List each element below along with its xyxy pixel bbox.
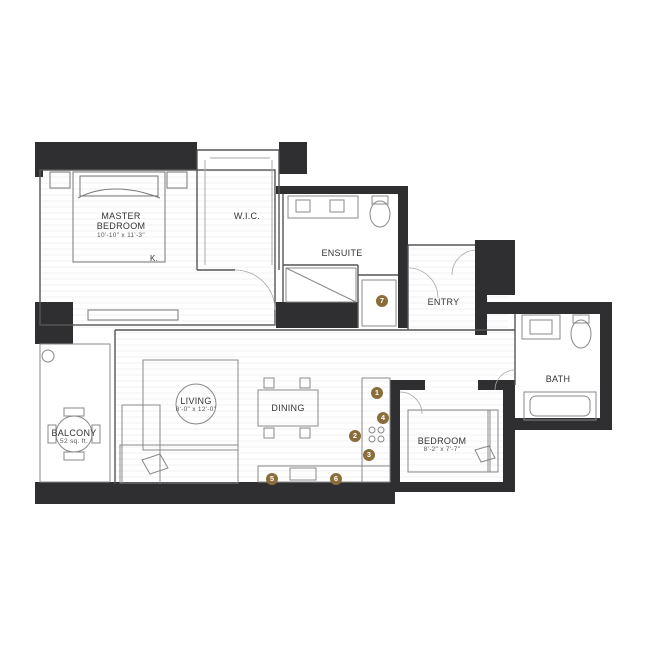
bedroom-bed bbox=[407, 409, 499, 473]
k-mark: K. bbox=[150, 254, 159, 263]
wic-shelving bbox=[204, 157, 273, 265]
living-dims: 8'-0" x 12'-0" bbox=[175, 406, 217, 414]
master-bed bbox=[49, 171, 188, 321]
living-furniture bbox=[119, 359, 239, 484]
balcony-area: 52 sq. ft. bbox=[60, 438, 88, 446]
master-bedroom-label: MASTER BEDROOM 10'-10" x 11'-3" bbox=[86, 211, 156, 239]
exterior-walls bbox=[35, 142, 612, 504]
appliance-marker-4: 4 bbox=[377, 412, 389, 424]
balcony-furniture bbox=[39, 343, 111, 483]
bedroom-dims: 8'-2" x 7'-7" bbox=[423, 446, 461, 454]
bath-label: BATH bbox=[545, 374, 571, 384]
living-label: LIVING 8'-0" x 12'-0" bbox=[170, 396, 222, 414]
appliance-marker-6: 6 bbox=[330, 473, 342, 485]
interior-walls bbox=[39, 149, 516, 484]
dining-set bbox=[257, 377, 319, 439]
appliance-marker-7: 7 bbox=[376, 295, 388, 307]
living-name: LIVING bbox=[180, 396, 212, 406]
kitchen-counter bbox=[257, 377, 391, 483]
master-bedroom-line2: BEDROOM bbox=[96, 221, 146, 232]
entry-label: ENTRY bbox=[427, 297, 460, 307]
bath-fixtures bbox=[521, 314, 597, 421]
ensuite-label: ENSUITE bbox=[321, 248, 363, 258]
appliance-marker-5: 5 bbox=[266, 473, 278, 485]
appliance-marker-2: 2 bbox=[349, 430, 361, 442]
linen-closet bbox=[361, 279, 397, 327]
master-bedroom-line1: MASTER bbox=[101, 211, 141, 221]
bedroom-label: BEDROOM 8'-2" x 7'-7" bbox=[414, 436, 470, 454]
balcony-name: BALCONY bbox=[51, 428, 97, 438]
ensuite-fixtures bbox=[285, 195, 391, 303]
balcony-label: BALCONY 52 sq. ft. bbox=[46, 428, 102, 446]
bedroom-name: BEDROOM bbox=[417, 436, 467, 446]
door-swings bbox=[234, 249, 516, 415]
dining-label: DINING bbox=[271, 403, 305, 413]
appliance-marker-1: 1 bbox=[371, 387, 383, 399]
wic-label: W.I.C. bbox=[233, 211, 261, 221]
master-bedroom-dims: 10'-10" x 11'-3" bbox=[97, 231, 145, 239]
appliance-marker-3: 3 bbox=[363, 449, 375, 461]
